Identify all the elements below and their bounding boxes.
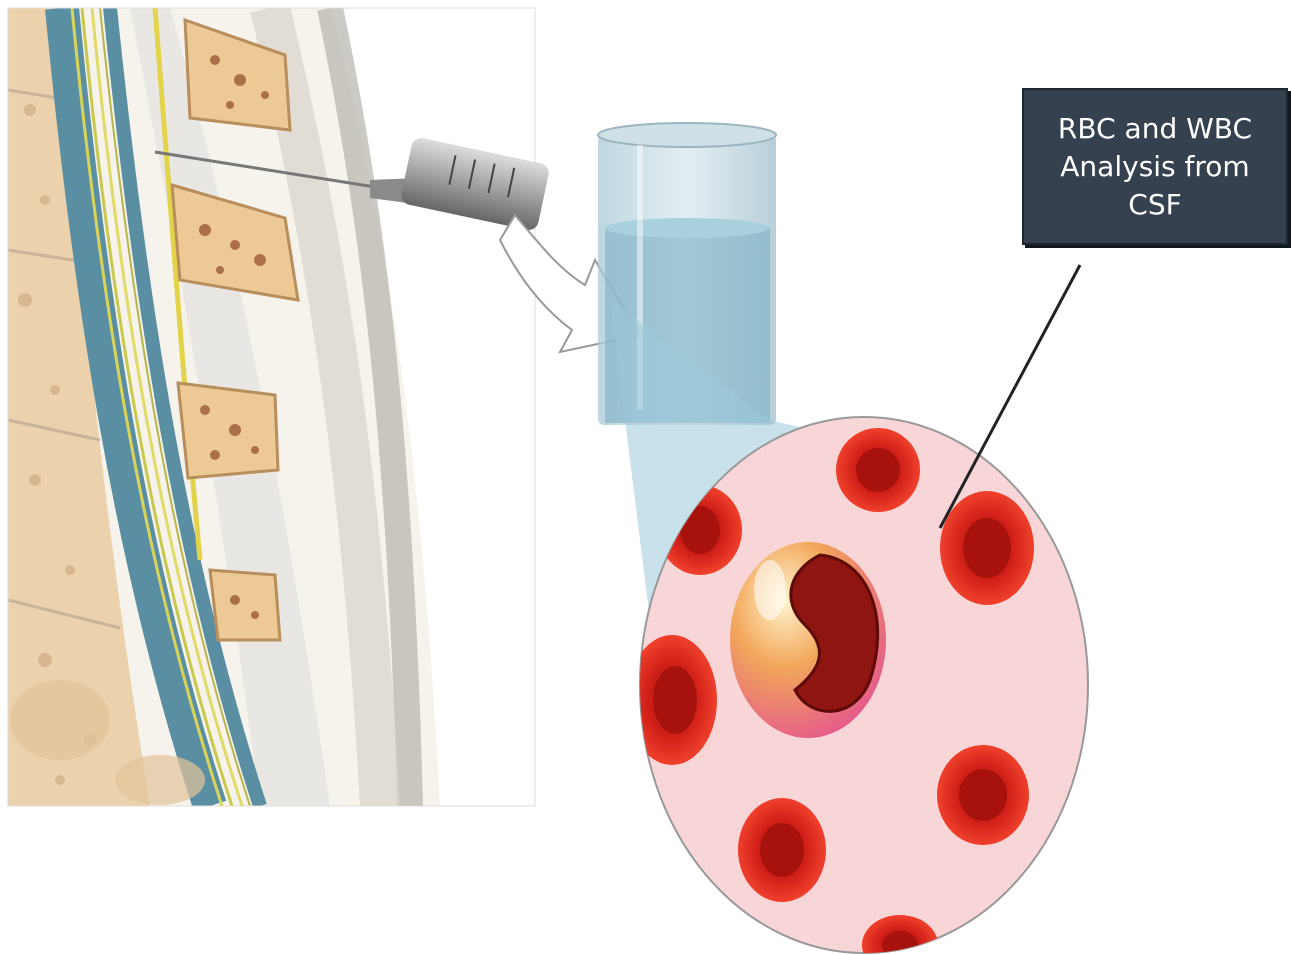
red-blood-cell (738, 798, 826, 902)
red-blood-cell (940, 491, 1034, 605)
spine-cross-section (8, 8, 535, 806)
callout-label: RBC and WBC Analysis from CSF (1055, 110, 1255, 224)
red-blood-cell (937, 745, 1029, 845)
white-blood-cell (730, 542, 886, 738)
analysis-callout-box: RBC and WBC Analysis from CSF (1022, 88, 1288, 245)
red-blood-cell (836, 428, 920, 512)
